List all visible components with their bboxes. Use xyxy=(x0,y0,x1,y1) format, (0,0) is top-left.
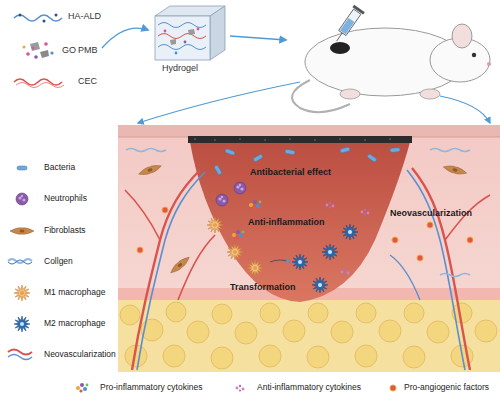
legend-icons xyxy=(8,166,34,360)
process-label: Anti-inflammation xyxy=(248,218,325,228)
component-label: PMB xyxy=(78,46,98,56)
process-label: Transformation xyxy=(230,283,296,293)
legend-label: M2 macrophage xyxy=(44,319,105,328)
go-pmb-particles xyxy=(23,42,54,59)
legend-label: M1 macrophage xyxy=(44,288,105,297)
node-title: Hydrogel xyxy=(162,64,198,74)
legend-label: Pro-angiogenic factors xyxy=(404,383,489,392)
mouse xyxy=(292,5,491,112)
flow-arrow xyxy=(102,28,148,48)
flow-arrow xyxy=(138,82,300,123)
wound-tissue xyxy=(118,125,500,372)
wound-panel: Antibacterial effectAnti-inflammationTra… xyxy=(118,125,500,372)
cec-molecule xyxy=(14,79,64,88)
flow-arrow xyxy=(230,36,286,40)
legend-label: Neovascularization xyxy=(44,350,116,359)
hydrogel-box: Hydrogel xyxy=(148,4,230,78)
flow-arrow xyxy=(440,96,490,123)
process-label: Neovascularization xyxy=(390,209,472,219)
legend-label: Collgen xyxy=(44,257,73,266)
legend-label: Fibroblasts xyxy=(44,226,86,235)
legend-label: Bacteria xyxy=(44,163,75,172)
hydrogel-cube xyxy=(155,6,225,60)
component-label: HA-ALD xyxy=(68,12,101,22)
ha-ald-molecule xyxy=(14,14,62,23)
process-label: Antibacterial effect xyxy=(250,168,331,178)
component-label: GO xyxy=(62,46,76,56)
legend-label: Neutrophils xyxy=(44,194,87,203)
legend-icons xyxy=(76,383,396,393)
component-label: CEC xyxy=(78,77,97,87)
legend-label: Pro-inflammatory cytokines xyxy=(100,383,203,392)
legend-label: Anti-inflammatory cytokines xyxy=(257,383,361,392)
